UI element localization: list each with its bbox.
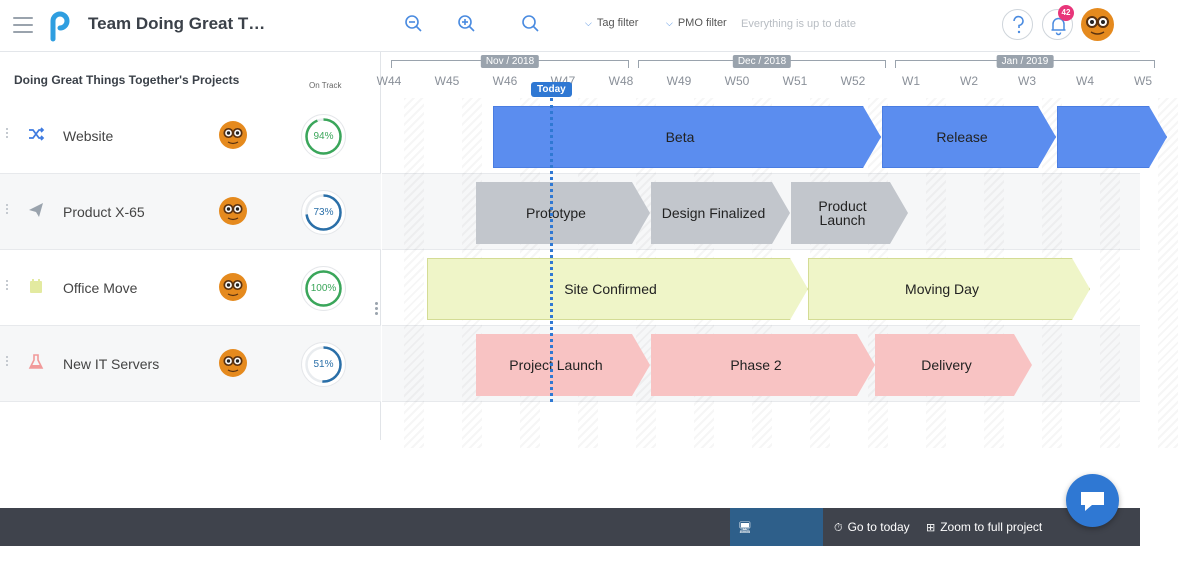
project-row[interactable]: Office Move 100% [0,250,381,326]
compass-icon: ⏱ [834,522,843,534]
gantt-bar[interactable]: Moving Day [808,258,1090,320]
project-name[interactable]: Office Move [63,280,138,296]
shuffle-icon [29,127,45,141]
drag-handle[interactable] [6,204,10,218]
app-logo[interactable] [48,9,72,42]
user-avatar[interactable] [1081,8,1114,41]
drag-handle[interactable] [6,280,10,294]
gantt-bar[interactable]: Site Confirmed [427,258,808,320]
week-label: W48 [608,74,634,88]
tag-filter-dropdown[interactable]: ⌵Tag filter [585,17,639,29]
project-name[interactable]: Website [63,128,114,144]
bottom-toolbar: 🖥Screenshot ⏱Go to today ⊞Zoom to full p… [0,508,1140,573]
gantt-bar[interactable]: Project Launch [476,334,650,396]
progress-ring: 94% [301,114,346,159]
paper-plane-icon [29,203,43,217]
plus-square-icon: ⊞ [926,522,936,534]
week-label: W5 [1134,74,1152,88]
gantt-bar[interactable]: Design Finalized [651,182,790,244]
gantt-bar[interactable]: Phase 2 [651,334,875,396]
week-label: W49 [666,74,692,88]
owner-avatar[interactable] [219,273,247,301]
flask-icon [28,354,44,369]
search-icon[interactable] [521,14,541,34]
week-label: W4 [1076,74,1094,88]
screenshot-button[interactable]: 🖥Screenshot [730,508,823,573]
drag-handle[interactable] [6,356,10,370]
notification-badge: 42 [1058,5,1074,21]
menu-icon[interactable] [13,17,33,33]
week-label: W51 [782,74,808,88]
gantt-bar[interactable]: Product Launch [791,182,908,244]
month-header: Nov / 2018 [391,55,629,70]
week-label: W1 [902,74,920,88]
sync-status: Everything is up to date [741,18,856,30]
weekend-shading [404,98,424,448]
week-label: W45 [434,74,460,88]
owner-avatar[interactable] [219,349,247,377]
project-list: Doing Great Things Together's Projects O… [0,52,381,440]
project-name[interactable]: Product X-65 [63,204,145,220]
project-row[interactable]: Product X-65 73% [0,174,381,250]
week-label: W46 [492,74,518,88]
progress-ring: 100% [301,266,346,311]
project-name[interactable]: New IT Servers [63,356,160,372]
chat-button[interactable] [1066,474,1119,527]
today-marker-line [550,98,553,402]
month-header: Jan / 2019 [895,55,1155,70]
month-header: Dec / 2018 [638,55,886,70]
week-label: W2 [960,74,978,88]
pane-resize-handle[interactable] [375,302,379,318]
calendar-icon [30,279,42,293]
progress-label: 51% [313,359,334,370]
pmo-filter-dropdown[interactable]: ⌵PMO filter [666,17,727,29]
project-row[interactable]: Website 94% [0,98,381,174]
help-icon [1013,15,1024,34]
gantt-bar[interactable]: Delivery [875,334,1032,396]
on-track-header: On Track [309,81,342,90]
week-label: W44 [376,74,402,88]
owner-avatar[interactable] [219,121,247,149]
progress-label: 100% [310,283,337,294]
gantt-chart: Nov / 2018 Dec / 2018 Jan / 2019 W44 W45 W… [377,52,1178,448]
top-bar: Team Doing Great T… ⌵Tag filter ⌵PMO fil… [0,0,1140,52]
weekend-shading [1100,98,1120,448]
zoom-full-project-button[interactable]: ⊞Zoom to full project [926,520,1043,534]
monitor-icon: 🖥 [738,522,752,534]
owner-avatar[interactable] [219,197,247,225]
week-label: W3 [1018,74,1036,88]
weekend-shading [1158,98,1178,448]
progress-label: 94% [313,131,334,142]
progress-ring: 51% [301,342,346,387]
gantt-bar[interactable]: Release [882,106,1056,168]
progress-ring: 73% [301,190,346,235]
gantt-bar[interactable]: Beta [493,106,881,168]
gantt-row [382,250,1140,326]
week-label: W50 [724,74,750,88]
projects-heading: Doing Great Things Together's Projects [14,73,240,87]
chat-bubble-icon [1081,492,1104,511]
zoom-out-icon[interactable] [404,14,424,34]
drag-handle[interactable] [6,128,10,142]
chevron-down-icon: ⌵ [585,18,592,28]
zoom-in-icon[interactable] [457,14,477,34]
gantt-bar[interactable] [1057,106,1167,168]
today-marker: Today [531,82,572,97]
week-label: W52 [840,74,866,88]
go-to-today-button[interactable]: ⏱Go to today [834,520,910,534]
help-button[interactable] [1002,9,1033,40]
progress-label: 73% [313,207,334,218]
project-row[interactable]: New IT Servers 51% [0,326,381,402]
gantt-row [382,98,1140,174]
page-title: Team Doing Great T… [88,14,266,33]
gantt-bar[interactable]: Prototype [476,182,650,244]
chevron-down-icon: ⌵ [666,18,673,28]
